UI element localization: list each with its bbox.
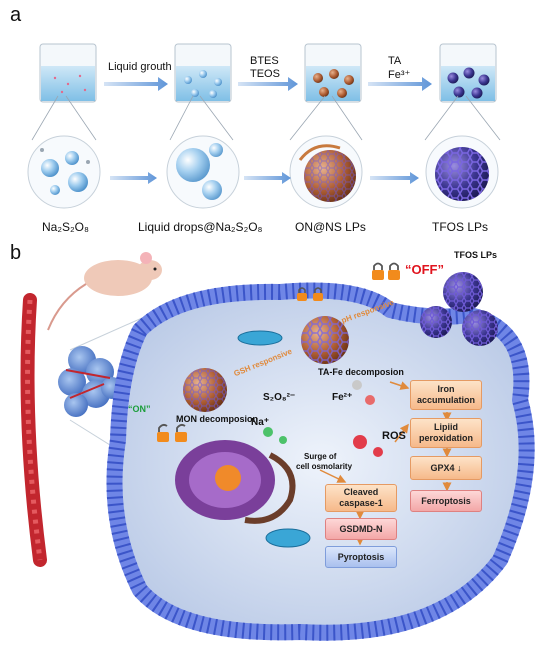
box-lipid-peroxidation: Lipiid peroxidation: [410, 418, 482, 448]
stage-label-2: Liquid drops@Na₂S₂O₈: [138, 220, 263, 234]
mon-label: MON decomposion: [176, 414, 259, 424]
box-pyroptosis: Pyroptosis: [325, 546, 397, 568]
arrow-2: [238, 77, 298, 91]
stage-label-4: TFOS LPs: [432, 220, 489, 234]
box-cleaved-caspase: Cleaved caspase-1: [325, 484, 397, 512]
stage-label-1: Na₂S₂O₈: [42, 220, 89, 234]
arrow-2-label-line2: TEOS: [250, 68, 280, 80]
on-label: “ON”: [128, 404, 151, 414]
arrow-5: [244, 172, 291, 184]
mitochondrion-top: [237, 330, 283, 346]
mouse-illustration: [47, 252, 162, 331]
stage-label-3: ON@NS LPs: [295, 220, 366, 234]
panel-a-letter: a: [10, 4, 22, 26]
box-iron-accumulation: Iron accumulation: [410, 380, 482, 410]
na-label: Na⁺: [251, 417, 270, 428]
arrow-3-label-line1: TA: [388, 55, 402, 67]
pathway-arrows: [319, 381, 452, 546]
ta-fe-label: TA-Fe decomposion: [318, 367, 404, 377]
zoom-4: [425, 135, 499, 209]
arrow-3-label-line2: Fe³⁺: [388, 69, 411, 81]
box-gpx4: GPX4 ↓: [410, 456, 482, 480]
osmo-label-line2: cell osmolarity: [296, 462, 353, 471]
panel-b-letter: b: [10, 242, 22, 264]
zoom-1: [27, 135, 101, 209]
zoom-3: [289, 135, 363, 209]
lock-icon-membrane: [297, 287, 323, 301]
arrow-1: [104, 77, 168, 91]
arrow-4: [110, 172, 157, 184]
osmo-label-line1: Surge of: [304, 452, 337, 461]
arrow-1-label: Liquid grouth: [108, 61, 172, 73]
mitochondrion-bottom: [265, 528, 311, 548]
tfos-label: TFOS LPs: [454, 250, 498, 260]
nucleus: [175, 440, 296, 524]
fe-label: Fe²⁺: [332, 392, 353, 403]
arrow-2-label-line1: BTES: [250, 55, 279, 67]
ros-label: ROS: [382, 430, 406, 442]
ion-grey: [352, 380, 362, 390]
beaker-2: [174, 43, 232, 103]
ion-green: [263, 427, 273, 437]
box-gsdmd-n: GSDMD-N: [325, 518, 397, 540]
s2o8-label: S₂O₈²⁻: [263, 392, 296, 403]
beaker-1: [39, 43, 97, 103]
beaker-3: [304, 43, 362, 103]
unlock-icon-on: [157, 423, 187, 442]
arrow-3: [368, 77, 432, 91]
zoom-lines: [31, 95, 501, 141]
arrow-6: [370, 172, 419, 184]
lock-icon-off: [372, 262, 400, 280]
zoom-2: [166, 135, 240, 209]
ros-bubble: [353, 435, 367, 449]
ion-red: [365, 395, 375, 405]
beaker-4: [439, 43, 497, 103]
off-label: “OFF”: [405, 262, 444, 277]
box-ferroptosis: Ferroptosis: [410, 490, 482, 512]
